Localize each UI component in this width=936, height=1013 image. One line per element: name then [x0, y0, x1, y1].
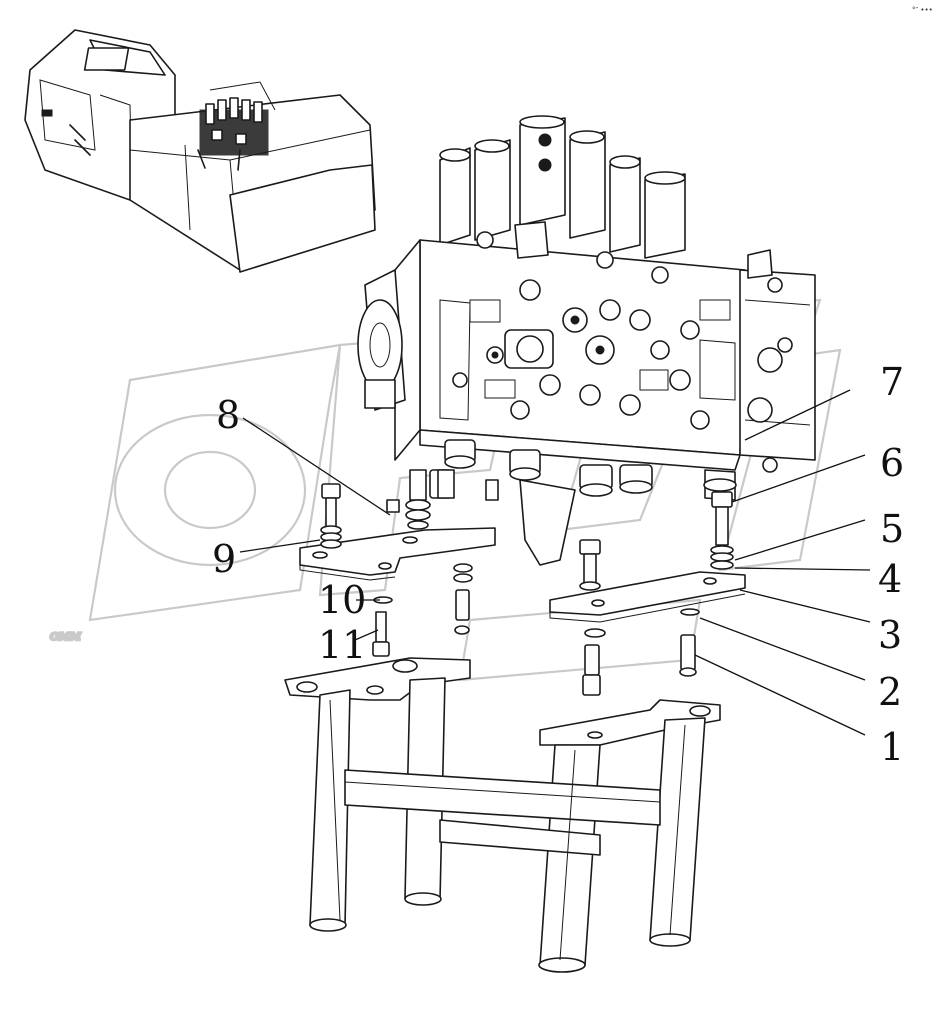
callout-10: 10: [318, 578, 366, 622]
leader-8: [242, 417, 391, 516]
leader-4: [734, 567, 871, 571]
excavator-inset-illustration: [24, 29, 376, 273]
leader-7: [744, 389, 851, 441]
leader-6: [731, 454, 866, 503]
callout-8: 8: [216, 393, 240, 437]
callout-7: 7: [880, 360, 904, 404]
leader-9: [239, 539, 321, 553]
callout-9: 9: [212, 537, 236, 581]
svg-text:OMM: OMM: [50, 632, 82, 643]
main-control-valve: [357, 115, 816, 566]
left-upper-bracket: [299, 527, 496, 581]
leader-3: [739, 589, 871, 623]
callout-2: 2: [878, 670, 902, 714]
valve-bottom-fittings: [419, 429, 741, 566]
right-upper-bracket: [549, 571, 746, 623]
leader-1: [694, 654, 866, 736]
right-bolt-stack: [579, 491, 734, 696]
corner-mark: °″ •••: [912, 6, 933, 14]
callout-11: 11: [318, 623, 366, 667]
inset-valve-miniature: [197, 97, 269, 171]
support-frame: [309, 677, 706, 973]
leader-2: [699, 617, 866, 681]
right-lower-bracket: [539, 699, 721, 746]
callout-5: 5: [880, 507, 904, 551]
callout-numbers: 1 2 3 4 5 6 7 8 9 10 11: [212, 360, 904, 769]
left-bolt-stack: [320, 469, 499, 549]
callout-1: 1: [880, 725, 904, 769]
washer-and-bolt-10-11: [372, 596, 393, 657]
leader-lines: [239, 389, 871, 736]
valve-face-details: [439, 221, 736, 430]
leader-11: [354, 629, 379, 641]
leader-5: [734, 519, 866, 561]
middle-small-bolt: [453, 563, 473, 635]
callout-4: 4: [878, 557, 902, 601]
callout-3: 3: [878, 613, 902, 657]
callout-6: 6: [880, 441, 904, 485]
